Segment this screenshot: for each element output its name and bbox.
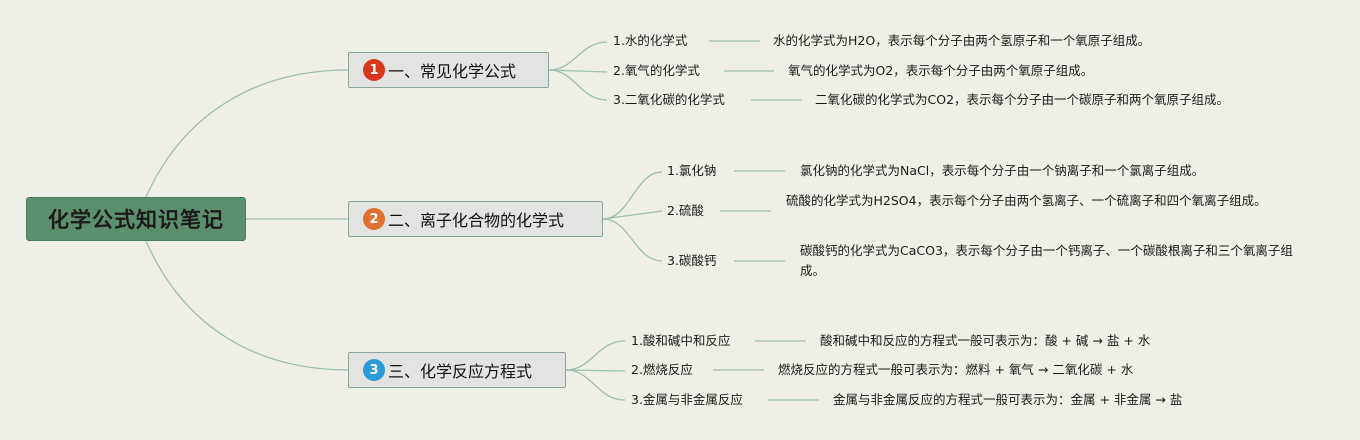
leaf-desc-b2-2: 硫酸的化学式为H2SO4，表示每个分子由两个氢离子、一个硫离子和四个氧离子组成。 xyxy=(786,193,1267,208)
connector-b3-l2 xyxy=(565,369,626,372)
number-badge-1: 1 xyxy=(363,59,385,81)
connector-b1-l1 xyxy=(548,41,608,71)
leaf-node-b2-1[interactable]: 1.氯化钠 xyxy=(667,163,717,178)
branch-label: 二、离子化合物的化学式 xyxy=(388,211,565,230)
leaf-node-b1-2[interactable]: 2.氧气的化学式 xyxy=(613,63,700,78)
branch-node-2[interactable]: 2 二、离子化合物的化学式 xyxy=(348,201,603,237)
leaf-desc-b2-1: 氯化钠的化学式为NaCl，表示每个分子由一个钠离子和一个氯离子组成。 xyxy=(800,163,1205,178)
connector-b1-l3 xyxy=(548,69,608,101)
leaf-node-b2-2[interactable]: 2.硫酸 xyxy=(667,203,704,218)
leaf-desc-b3-1: 酸和碱中和反应的方程式一般可表示为：酸 + 碱 → 盐 + 水 xyxy=(820,333,1151,348)
connector-b3-l3 xyxy=(565,369,626,401)
leaf-desc-b3-2: 燃烧反应的方程式一般可表示为：燃料 + 氧气 → 二氧化碳 + 水 xyxy=(778,362,1134,377)
number-badge-2: 2 xyxy=(363,208,385,230)
leaf-node-b2-3[interactable]: 3.碳酸钙 xyxy=(667,253,717,268)
root-node[interactable]: 化学公式知识笔记 xyxy=(26,197,246,241)
leaf-desc-b3-3: 金属与非金属反应的方程式一般可表示为：金属 + 非金属 → 盐 xyxy=(833,392,1183,407)
number-badge-3: 3 xyxy=(363,359,385,381)
branch-label: 一、常见化学公式 xyxy=(388,62,517,81)
connector-b2-l3 xyxy=(602,218,663,262)
leaf-desc-b1-1: 水的化学式为H2O，表示每个分子由两个氢原子和一个氧原子组成。 xyxy=(773,33,1151,48)
leaf-node-b1-3[interactable]: 3.二氧化碳的化学式 xyxy=(613,92,725,107)
leaf-node-b3-1[interactable]: 1.酸和碱中和反应 xyxy=(631,333,731,348)
leaf-node-b3-2[interactable]: 2.燃烧反应 xyxy=(631,362,693,377)
connector-b2-l2 xyxy=(602,210,663,220)
leaf-node-b3-3[interactable]: 3.金属与非金属反应 xyxy=(631,392,743,407)
branch-node-1[interactable]: 1 一、常见化学公式 xyxy=(348,52,549,88)
connector-b3-l1 xyxy=(565,340,626,371)
connector-root-branch-1 xyxy=(145,69,349,198)
leaf-desc-b1-3: 二氧化碳的化学式为CO2，表示每个分子由一个碳原子和两个氧原子组成。 xyxy=(815,92,1230,107)
branch-label: 三、化学反应方程式 xyxy=(388,362,533,381)
connector-b1-l2 xyxy=(548,69,608,73)
leaf-desc-b2-3: 碳酸钙的化学式为CaCO3，表示每个分子由一个钙离子、一个碳酸根离子和三个氧离子… xyxy=(800,243,1293,278)
leaf-desc-b1-2: 氧气的化学式为O2，表示每个分子由两个氧原子组成。 xyxy=(788,63,1094,78)
leaf-node-b1-1[interactable]: 1.水的化学式 xyxy=(613,33,688,48)
connector-root-branch-3 xyxy=(145,240,349,371)
branch-node-3[interactable]: 3 三、化学反应方程式 xyxy=(348,352,566,388)
